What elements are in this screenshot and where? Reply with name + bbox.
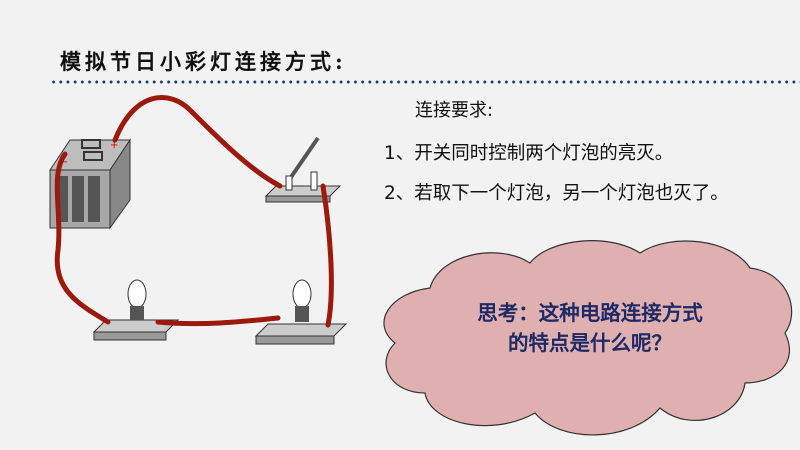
requirement-item: 2、若取下一个灯泡，另一个灯泡也灭了。 [384, 183, 729, 204]
requirement-item: 1、开关同时控制两个灯泡的亮灭。 [384, 143, 674, 164]
requirements-heading: 连接要求: [415, 100, 494, 121]
question-line-1: 思考：这种电路连接方式 [477, 301, 703, 325]
svg-text:+: + [110, 140, 118, 151]
bulb-left-icon [92, 279, 180, 341]
bulb-right-icon [254, 279, 348, 345]
question-line-2: 的特点是什么呢？ [508, 331, 672, 355]
svg-text:−: − [60, 157, 68, 168]
wires [54, 95, 334, 328]
battery-icon: + − [49, 138, 131, 230]
slide-title: 模拟节日小彩灯连接方式: [60, 49, 347, 74]
dotted-divider [50, 80, 800, 84]
switch-icon [264, 136, 342, 203]
thought-cloud [383, 240, 793, 436]
